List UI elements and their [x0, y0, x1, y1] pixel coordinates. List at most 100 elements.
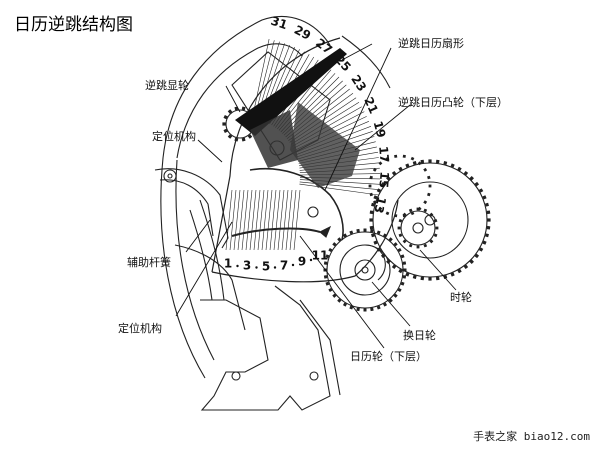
gear-tooth — [450, 272, 455, 277]
hatch-line — [281, 189, 289, 251]
gear-tooth — [342, 302, 348, 307]
date-scale-number: 7 — [280, 259, 288, 273]
gear-tooth — [457, 166, 462, 172]
gear-tooth — [398, 268, 403, 274]
leader-display-wheel — [225, 85, 241, 113]
gear-tooth — [435, 226, 439, 230]
gear-tooth — [372, 200, 377, 205]
gear-tooth — [478, 188, 484, 193]
gear-tooth — [433, 233, 438, 238]
leader-positioning-top — [197, 139, 223, 163]
gear-tooth — [371, 202, 375, 207]
date-scale-number: 29 — [292, 23, 313, 43]
sector-dark-block — [250, 110, 298, 168]
gear-tooth — [337, 298, 342, 303]
gear-tooth — [423, 200, 428, 205]
retrograde-hand — [235, 48, 347, 136]
gear-tooth — [408, 208, 413, 213]
gear-tooth — [332, 293, 337, 298]
gear-tooth — [393, 242, 398, 247]
crescent-plate-inner-lower — [175, 159, 215, 361]
gear-tooth — [393, 293, 398, 298]
date-scale-number: 31 — [269, 14, 289, 32]
sector-pin — [307, 206, 319, 218]
gear-tooth — [369, 175, 373, 180]
gear-tooth — [234, 137, 239, 142]
label-hour-wheel: 时轮 — [450, 291, 472, 304]
gear-tooth — [394, 154, 398, 158]
gear-tooth — [394, 214, 398, 218]
cam-dark-block — [290, 102, 360, 188]
gear-tooth — [363, 228, 367, 232]
gear-tooth — [485, 202, 489, 207]
gear-tooth — [478, 247, 484, 252]
retrograde-cam — [249, 167, 344, 241]
gear-tooth — [482, 195, 487, 200]
screw-hole-left — [231, 371, 241, 381]
gear-tooth — [402, 275, 407, 279]
leader-lines — [175, 43, 457, 349]
gear-tooth — [385, 211, 390, 216]
lever-left — [154, 168, 229, 249]
gear-tooth — [227, 109, 233, 114]
gear-tooth — [398, 233, 403, 238]
gear-tooth — [450, 163, 455, 168]
leader-date-wheel — [299, 235, 385, 349]
date-scale-dot — [291, 263, 295, 267]
gear-tooth — [386, 176, 391, 181]
watermark: 手表之家 biao12.com — [473, 430, 590, 443]
gear-tooth — [332, 242, 337, 247]
base-plate-lever — [299, 299, 341, 396]
diagram-title: 日历逆跳结构图 — [14, 15, 133, 35]
date-scale-number: 11 — [312, 249, 329, 263]
gear-tooth — [402, 154, 406, 158]
gear-tooth — [420, 159, 425, 164]
gear-tooth — [397, 247, 402, 253]
date-scale-number: 5 — [262, 260, 270, 274]
gear-tooth — [463, 264, 469, 270]
sector-bottom-edge — [211, 199, 399, 283]
date-scale-number: 1 — [224, 257, 232, 271]
gear-tooth — [337, 237, 342, 242]
gear-tooth — [412, 275, 417, 279]
gear-tooth — [323, 261, 328, 265]
gear-tooth — [443, 161, 448, 165]
gear-tooth — [408, 243, 413, 248]
hatch-line — [253, 189, 261, 251]
gear-tooth — [482, 240, 487, 245]
gear-tooth — [388, 298, 393, 303]
auxiliary-spring-2 — [199, 199, 225, 301]
gear-tooth — [371, 233, 375, 238]
label-retrograde-cam: 逆跳日历凸轮（下层） — [398, 96, 508, 109]
gear-tooth — [376, 247, 382, 252]
gear-tooth — [397, 287, 402, 293]
hatch-line — [241, 189, 249, 251]
hatch-line — [299, 183, 379, 196]
gear-tooth — [428, 184, 432, 188]
screw-hole-right — [309, 371, 319, 381]
hatch-line — [299, 181, 380, 190]
hatch-line — [237, 189, 245, 251]
gear-tooth — [223, 114, 228, 120]
hatch-line — [269, 189, 277, 251]
date-scale-number: 15 — [376, 171, 391, 189]
date-scale-number: 17 — [376, 146, 391, 164]
gear-tooth — [369, 225, 374, 230]
gear-tooth — [398, 218, 403, 223]
label-retrograde-sector: 逆跳日历扇形 — [398, 37, 464, 50]
gear-tooth — [382, 233, 388, 238]
gear-tooth — [369, 192, 373, 197]
gear-tooth — [380, 181, 386, 187]
gear-tooth — [487, 218, 491, 222]
hatch-line — [225, 189, 233, 251]
gear-tooth — [485, 233, 489, 238]
gear-tooth — [386, 259, 391, 264]
gear-tooth — [356, 228, 360, 233]
auxiliary-lever — [174, 244, 246, 331]
gear-tooth — [416, 245, 420, 249]
gear-tooth — [423, 243, 428, 248]
hatch-line — [249, 189, 257, 251]
date-scale-number: 9 — [298, 255, 306, 269]
